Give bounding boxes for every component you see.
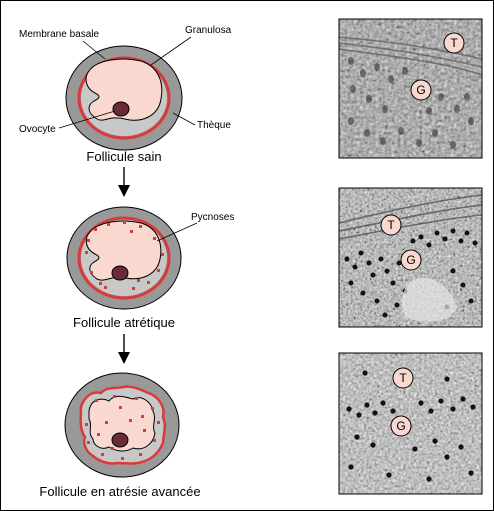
granulosa-marker-label: G	[396, 419, 405, 433]
follicle-healthy: Membrane basale Granulosa Ovocyte Thèque…	[19, 25, 232, 164]
theca-marker-label: T	[387, 218, 395, 232]
follicle-advanced-atresia: Follicule en atrésie avancée	[39, 372, 201, 499]
oocyte	[111, 432, 129, 448]
pointer-membrane	[82, 40, 106, 60]
antrum-cavity	[85, 220, 162, 281]
antral-space	[401, 277, 457, 322]
oocyte	[112, 101, 130, 117]
granulosa-marker	[400, 249, 422, 271]
caption-stage1: Follicule sain	[86, 149, 161, 164]
follicle-atretic: Pycnoses Follicule atrétique	[66, 206, 234, 330]
pointer-theque	[172, 112, 196, 126]
label-pycnoses: Pycnoses	[191, 212, 234, 223]
micrograph-2: T G	[338, 187, 483, 328]
theca-marker-label: T	[450, 36, 458, 50]
pycnotic-nuclei	[85, 395, 160, 460]
micrograph-3: T G	[338, 352, 483, 495]
caption-stage2: Follicule atrétique	[73, 315, 175, 330]
granulosa-marker-label: G	[406, 253, 415, 267]
label-membrane: Membrane basale	[19, 29, 99, 40]
granulosa-marker	[390, 415, 412, 437]
cell-nuclei	[348, 57, 474, 149]
theca-fibers	[339, 194, 482, 240]
label-theque: Thèque	[197, 120, 231, 131]
basement-membrane	[77, 216, 171, 300]
label-granulosa: Granulosa	[185, 25, 232, 36]
pycnotic-nuclei	[346, 370, 476, 482]
caption-stage3: Follicule en atrésie avancée	[39, 484, 200, 499]
pycnotic-nuclei	[85, 221, 164, 290]
arrow-down-icon	[118, 167, 130, 197]
micrograph-1: T G	[338, 18, 483, 159]
pointer-pycnoses	[156, 222, 198, 242]
pointer-granulosa	[150, 36, 192, 66]
oocyte	[111, 265, 129, 281]
basement-membrane	[77, 56, 171, 140]
arrow-down-icon	[118, 334, 130, 364]
theca-marker	[380, 214, 402, 236]
granulosa-marker-label: G	[416, 83, 425, 97]
theca-marker	[392, 367, 414, 389]
theca-marker	[443, 32, 465, 54]
antrum-cavity	[85, 58, 163, 121]
label-ovocyte: Ovocyte	[19, 124, 56, 135]
pointer-ovocyte	[58, 110, 116, 129]
theca-marker-label: T	[399, 371, 407, 385]
theca-fibers	[339, 36, 482, 76]
granulosa-marker	[410, 79, 432, 101]
